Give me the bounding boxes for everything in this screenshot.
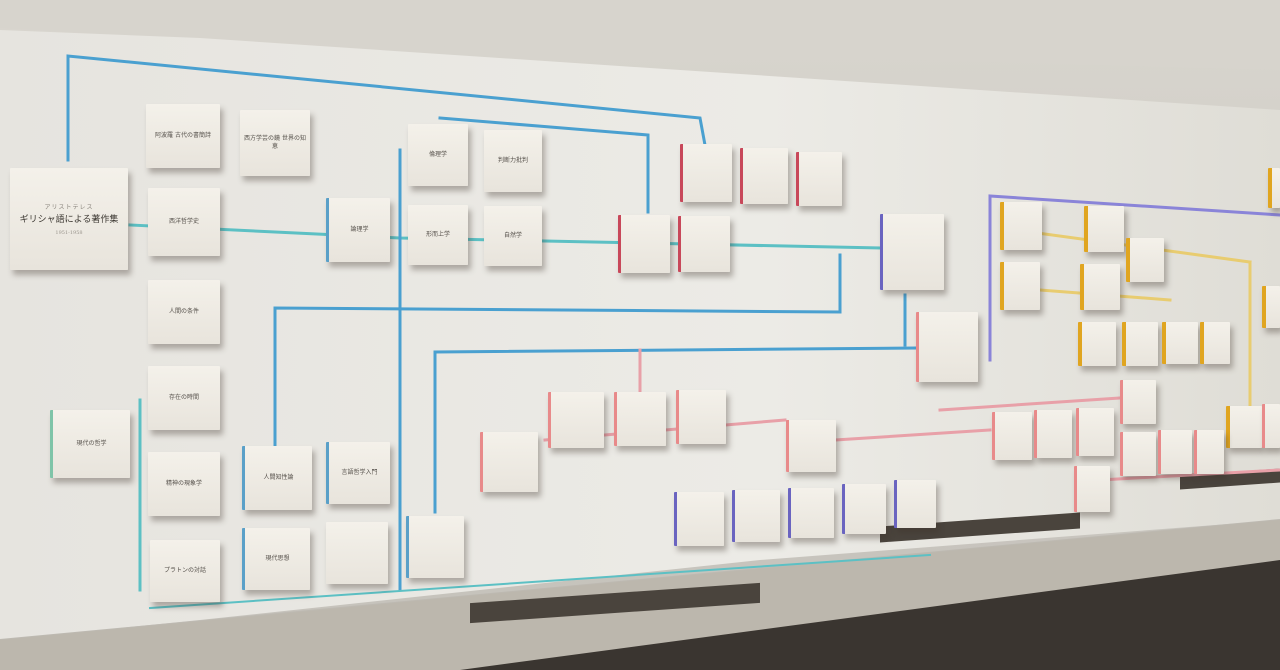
- panel-45: [1226, 406, 1262, 448]
- panel-2-title: 西方学芸の鏡 世界の知恵: [244, 135, 306, 150]
- panel-13: 自然学: [484, 206, 542, 266]
- panel-3: 西洋哲学史: [148, 188, 220, 256]
- panel-18: [406, 516, 464, 578]
- panel-49: [1034, 410, 1072, 458]
- panel-6: 現代の哲学: [50, 410, 130, 478]
- panel-10-title: 倫理学: [428, 151, 447, 158]
- panel-28: [614, 392, 666, 446]
- panel-55: [1074, 466, 1110, 512]
- panel-main-year: 1951-1958: [55, 230, 83, 236]
- panel-52: [1120, 432, 1156, 476]
- panel-37: [1000, 262, 1040, 310]
- panel-24: [880, 214, 944, 290]
- panel-10: 倫理学: [408, 124, 468, 186]
- panel-17: [326, 522, 388, 584]
- panel-12-title: 形而上学: [425, 231, 450, 238]
- panel-32: [732, 490, 780, 542]
- panel-9-title: 論理学: [350, 226, 369, 233]
- panel-12: 形而上学: [408, 205, 468, 265]
- panel-31: [674, 492, 724, 546]
- panel-4: 人間の条件: [148, 280, 220, 344]
- panel-38: [1084, 206, 1124, 252]
- panel-19: [680, 144, 732, 202]
- panel-27: [548, 392, 604, 448]
- panel-9: 論理学: [326, 198, 390, 262]
- panel-15-title: 言語哲学入門: [341, 469, 378, 476]
- panel-5-title: 存在の時間: [168, 394, 199, 401]
- panel-2: 西方学芸の鏡 世界の知恵: [240, 110, 310, 176]
- panel-54: [1194, 430, 1224, 474]
- panel-26: [480, 432, 538, 492]
- panel-15: 言語哲学入門: [326, 442, 390, 504]
- panel-43: [1162, 322, 1198, 364]
- panel-14: 人間知性論: [242, 446, 312, 510]
- panel-35: [894, 480, 936, 528]
- panel-7-title: 精神の現象学: [165, 480, 202, 487]
- panel-33: [788, 488, 834, 538]
- panel-44: [1200, 322, 1230, 364]
- panel-16-title: 現代思想: [265, 555, 290, 562]
- panel-main-title: ギリシャ語による著作集: [19, 215, 119, 225]
- panel-8-title: プラトンの対話: [163, 567, 206, 574]
- panel-13-title: 自然学: [503, 232, 522, 239]
- panel-21: [796, 152, 842, 206]
- panel-48: [992, 412, 1032, 460]
- panel-56: [1262, 404, 1280, 448]
- panel-46: [1262, 286, 1280, 328]
- panel-main-sub: アリストテレス: [44, 204, 94, 211]
- panel-51: [1120, 380, 1156, 424]
- panel-1: 阿波羅 古代の書簡詩: [146, 104, 220, 168]
- panel-4-title: 人間の条件: [168, 308, 199, 315]
- panel-1-title: 阿波羅 古代の書簡詩: [155, 132, 211, 139]
- panel-25: [916, 312, 978, 382]
- panel-3-title: 西洋哲学史: [168, 218, 199, 225]
- panel-29: [676, 390, 726, 444]
- panel-7: 精神の現象学: [148, 452, 220, 516]
- panel-41: [1078, 322, 1116, 366]
- panel-14-title: 人間知性論: [263, 474, 294, 481]
- panel-8: プラトンの対話: [150, 540, 220, 602]
- panel-22: [618, 215, 670, 273]
- panel-11: 判断力批判: [484, 130, 542, 192]
- panel-50: [1076, 408, 1114, 456]
- panel-16: 現代思想: [242, 528, 310, 590]
- panel-42: [1122, 322, 1158, 366]
- panel-20: [740, 148, 788, 204]
- panel-36: [1000, 202, 1042, 250]
- panel-5: 存在の時間: [148, 366, 220, 430]
- panel-34: [842, 484, 886, 534]
- panel-6-title: 現代の哲学: [76, 440, 107, 447]
- panel-30: [786, 420, 836, 472]
- panel-main: アリストテレス ギリシャ語による著作集 1951-1958: [10, 168, 128, 270]
- panel-53: [1158, 430, 1192, 474]
- panel-47: [1268, 168, 1280, 208]
- panel-23: [678, 216, 730, 272]
- panel-39: [1080, 264, 1120, 310]
- panel-40: [1126, 238, 1164, 282]
- panel-11-title: 判断力批判: [497, 157, 528, 164]
